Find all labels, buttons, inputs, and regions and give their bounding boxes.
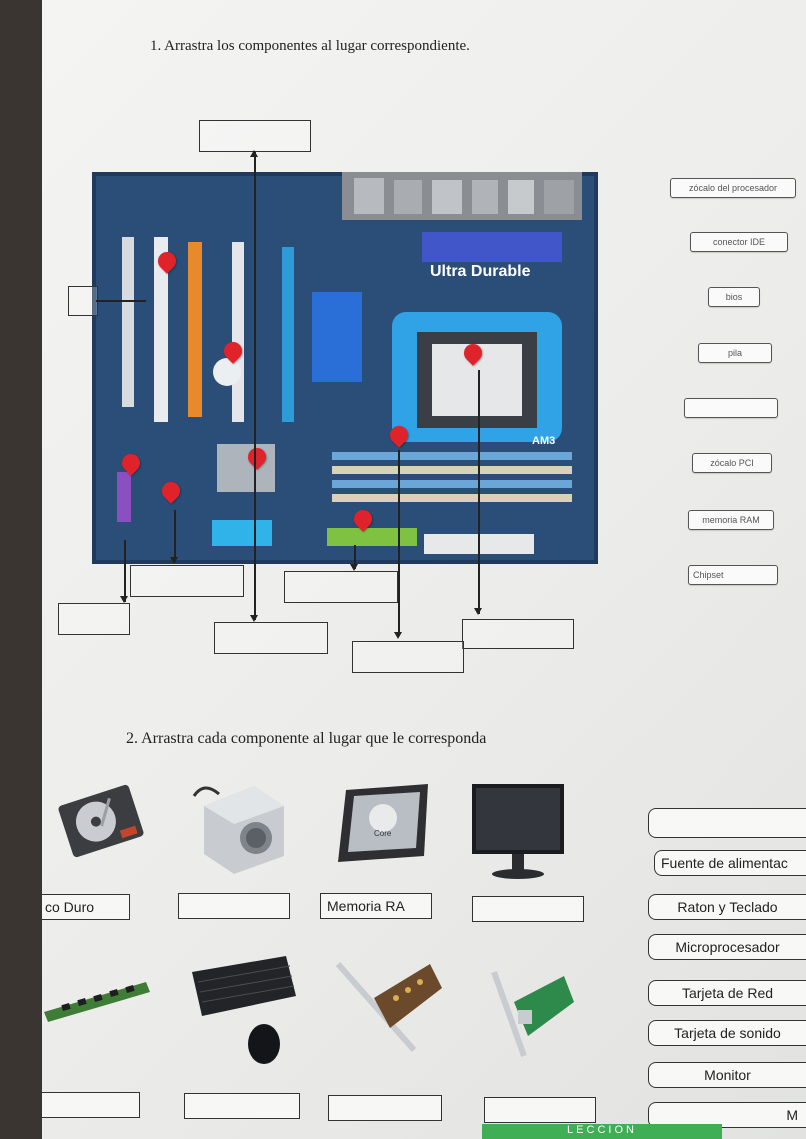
chip-chipset[interactable]: Chipset: [688, 565, 778, 585]
monitor-icon: [470, 782, 566, 882]
ram-module-icon: [42, 976, 152, 1026]
chip-pci-slot[interactable]: zócalo PCI: [692, 453, 772, 473]
power-supply-icon: [184, 776, 294, 876]
answer-slot-6[interactable]: [184, 1093, 300, 1119]
drop-target-bottom-6[interactable]: [352, 641, 464, 673]
chip-empty[interactable]: [684, 398, 778, 418]
arrow-head: [170, 557, 178, 564]
chip-socket-cpu[interactable]: zócalo del procesador: [670, 178, 796, 198]
ultra-durable-text: Ultra Durable: [430, 263, 531, 280]
arrow-head: [474, 608, 482, 615]
arrow-head: [350, 564, 358, 571]
arrow-head: [120, 596, 128, 603]
answer-slot-3[interactable]: Memoria RA: [320, 893, 432, 919]
connector-line: [174, 510, 176, 562]
answer-slot-1[interactable]: co Duro: [42, 894, 130, 920]
worksheet-page: 1. Arrastra los componentes al lugar cor…: [42, 0, 806, 1139]
am3-text: AM3: [532, 435, 555, 447]
answer-slot-4[interactable]: [472, 896, 584, 922]
option-empty[interactable]: [648, 808, 806, 838]
chip-bios[interactable]: bios: [708, 287, 760, 307]
arrow-head: [250, 615, 258, 622]
drop-target-left[interactable]: [68, 286, 98, 316]
drop-target-bottom-2[interactable]: [284, 571, 398, 603]
motherboard-image: Ultra Durable AM3: [92, 172, 598, 564]
svg-text:Core: Core: [374, 829, 392, 838]
network-card-icon: [488, 962, 578, 1062]
arrow-head: [250, 150, 258, 157]
option-microprocessor[interactable]: Microprocesador: [648, 934, 806, 960]
connector-line: [124, 540, 126, 602]
processor-icon: Core: [328, 778, 438, 868]
arrow-head: [394, 632, 402, 639]
option-power-supply[interactable]: Fuente de alimentac: [654, 850, 806, 876]
drop-target-bottom-4[interactable]: [214, 622, 328, 654]
lesson-bar: LECCION: [482, 1124, 722, 1139]
sound-card-icon: [334, 958, 444, 1054]
keyboard-mouse-icon: [188, 954, 300, 1070]
option-monitor[interactable]: Monitor: [648, 1062, 806, 1088]
connector-line: [398, 450, 400, 636]
answer-slot-2[interactable]: [178, 893, 290, 919]
connector-line: [478, 370, 480, 614]
drop-target-top[interactable]: [199, 120, 311, 152]
answer-slot-5[interactable]: [42, 1092, 140, 1118]
option-network-card[interactable]: Tarjeta de Red: [648, 980, 806, 1006]
chip-battery[interactable]: pila: [698, 343, 772, 363]
option-sound-card[interactable]: Tarjeta de sonido: [648, 1020, 806, 1046]
connector-line: [354, 545, 356, 569]
answer-slot-8[interactable]: [484, 1097, 596, 1123]
drop-target-bottom-1[interactable]: [130, 565, 244, 597]
option-mouse-keyboard[interactable]: Raton y Teclado: [648, 894, 806, 920]
chip-ram-memory[interactable]: memoria RAM: [688, 510, 774, 530]
answer-slot-7[interactable]: [328, 1095, 442, 1121]
hard-disk-icon: [56, 776, 146, 866]
question-1-title: 1. Arrastra los componentes al lugar cor…: [150, 38, 470, 54]
drop-target-bottom-5[interactable]: [462, 619, 574, 649]
drop-target-bottom-3[interactable]: [58, 603, 130, 635]
chip-ide-connector[interactable]: conector IDE: [690, 232, 788, 252]
option-m[interactable]: M: [648, 1102, 806, 1128]
connector-line: [254, 152, 256, 620]
question-2-title: 2. Arrastra cada componente al lugar que…: [126, 730, 487, 747]
connector-line: [96, 300, 146, 302]
